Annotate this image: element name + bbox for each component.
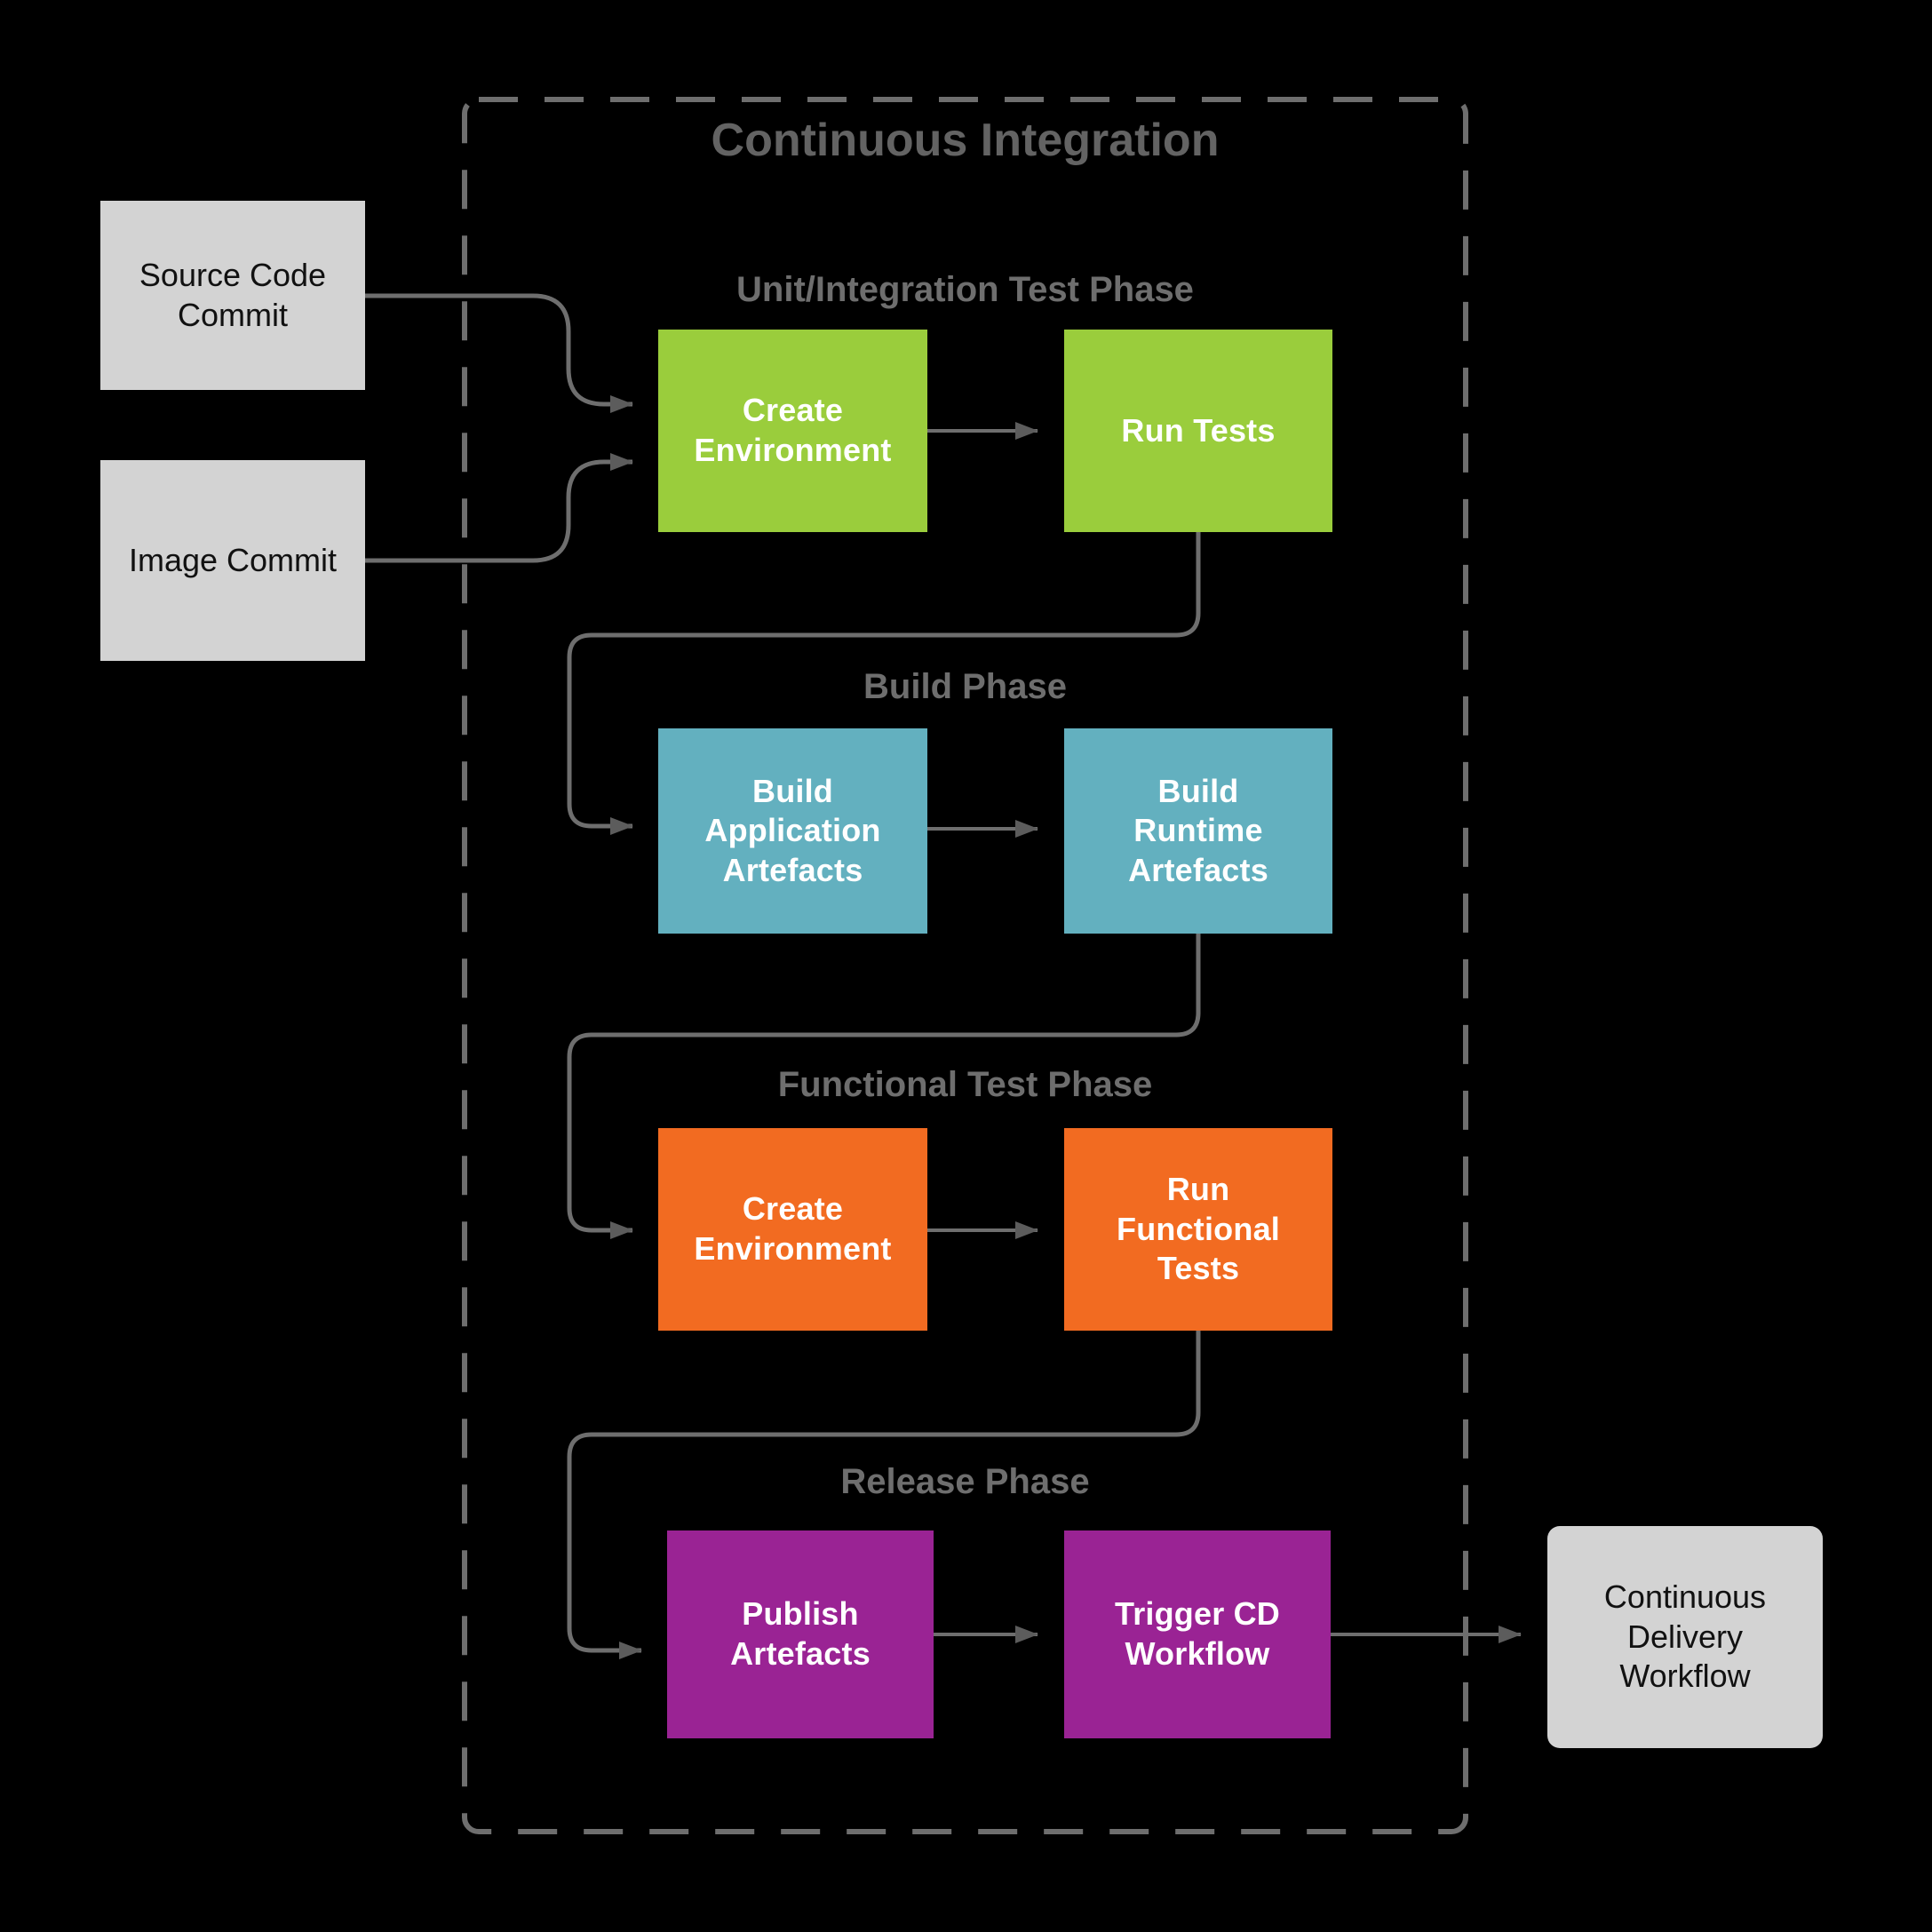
phase-title-unit-integration-test: Unit/Integration Test Phase xyxy=(736,270,1194,309)
node-label: Continuous Delivery Workflow xyxy=(1603,1578,1767,1695)
node-label: Source Code Commit xyxy=(139,256,327,333)
node-label: Build Runtime Artefacts xyxy=(1128,772,1268,888)
connector-source-commit-to-create-env xyxy=(365,293,633,413)
node-run-functional-tests[interactable]: Run Functional Tests xyxy=(1064,1128,1332,1331)
continuous-integration-group-border xyxy=(462,97,1468,1834)
connector-build-runtime-to-create-env-func xyxy=(567,934,1201,1239)
node-publish-artefacts[interactable]: Publish Artefacts xyxy=(667,1530,934,1738)
node-label: Run Tests xyxy=(1121,411,1276,449)
connector-run-tests-to-build-app xyxy=(567,532,1201,835)
connector-image-commit-to-create-env xyxy=(365,453,633,563)
node-continuous-delivery-workflow[interactable]: Continuous Delivery Workflow xyxy=(1547,1526,1823,1748)
node-label: Publish Artefacts xyxy=(730,1595,871,1672)
node-build-runtime-artefacts[interactable]: Build Runtime Artefacts xyxy=(1064,728,1332,934)
group-title-continuous-integration: Continuous Integration xyxy=(711,115,1220,166)
node-image-commit[interactable]: Image Commit xyxy=(100,460,365,661)
phase-title-functional-test: Functional Test Phase xyxy=(777,1065,1153,1104)
node-label: Run Functional Tests xyxy=(1117,1171,1280,1287)
node-create-environment-unit[interactable]: Create Environment xyxy=(658,330,927,532)
node-label: Create Environment xyxy=(694,392,892,468)
node-create-environment-functional[interactable]: Create Environment xyxy=(658,1128,927,1331)
node-label: Image Commit xyxy=(128,541,338,578)
node-label: Trigger CD Workflow xyxy=(1114,1595,1281,1672)
phase-title-build: Build Phase xyxy=(863,667,1067,706)
node-run-tests[interactable]: Run Tests xyxy=(1064,330,1332,532)
connector-run-func-tests-to-publish xyxy=(567,1331,1201,1659)
node-source-code-commit[interactable]: Source Code Commit xyxy=(100,201,365,390)
node-label: Build Application Artefacts xyxy=(704,772,881,888)
phase-title-release: Release Phase xyxy=(840,1462,1090,1501)
node-label: Create Environment xyxy=(694,1190,892,1267)
node-trigger-cd-workflow[interactable]: Trigger CD Workflow xyxy=(1064,1530,1331,1738)
node-build-application-artefacts[interactable]: Build Application Artefacts xyxy=(658,728,927,934)
